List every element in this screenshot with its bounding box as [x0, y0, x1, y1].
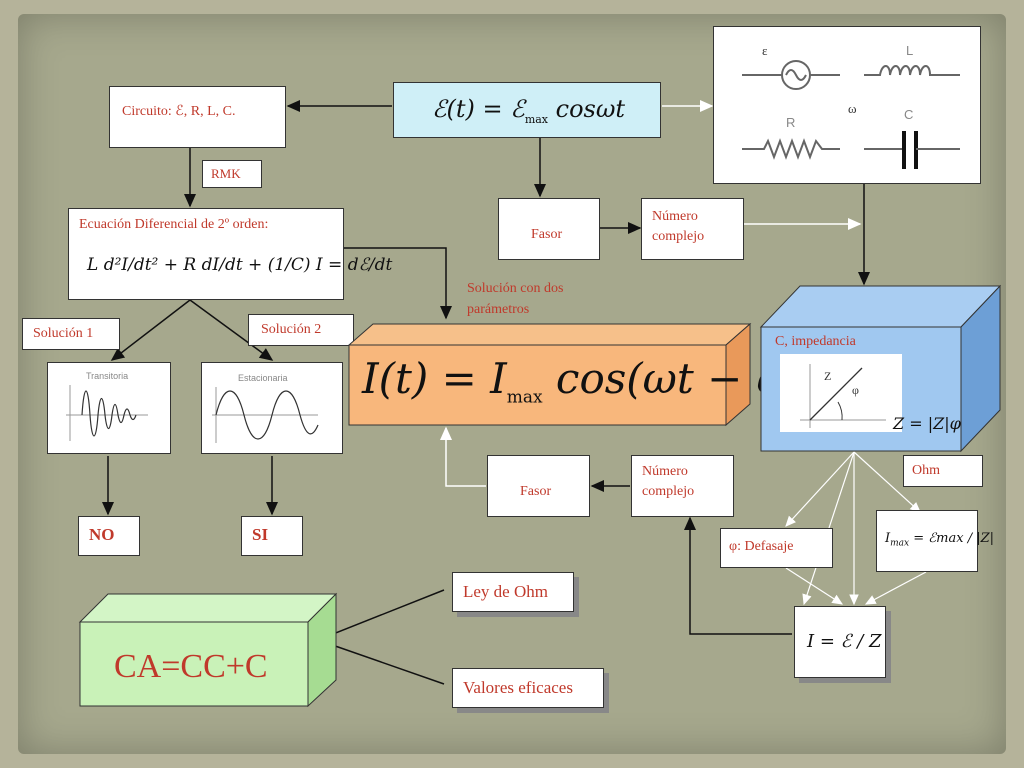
defasaje-label: φ: Defasaje: [729, 539, 794, 554]
solucion-2-label: Solución 2: [261, 322, 322, 337]
capacitor-symbol: C: [904, 107, 913, 122]
ley-ohm-box: Ley de Ohm: [452, 572, 574, 612]
ohm-formula: I = ℰ / Z: [807, 631, 882, 652]
ohm-formula-box: I = ℰ / Z: [794, 606, 886, 678]
defasaje-box: φ: Defasaje: [720, 528, 833, 568]
numero-complejo-box-1: Número complejo: [641, 198, 744, 260]
ca-cc-label: CA=CC+C: [114, 648, 268, 685]
imax-formula: Imax = ℰmax / |Z|: [885, 531, 994, 549]
impedancia-label: C, impedancia: [775, 334, 856, 349]
transitoria-plot: Transitoria: [47, 362, 171, 454]
valores-eficaces-box: Valores eficaces: [452, 668, 604, 708]
fasor-box-1: Fasor: [498, 198, 600, 260]
fasor-box-2: Fasor: [487, 455, 590, 517]
ohm-label: Ohm: [912, 463, 940, 478]
emf-formula-lhs: ℰ(t) = ℰ: [432, 95, 525, 123]
imax-lhs: I: [885, 531, 891, 546]
fasor-label-1: Fasor: [531, 227, 563, 242]
phasor-z-label: Z: [824, 369, 831, 383]
ecuacion-formula: L d²I/dt² + R dI/dt + (1/C) I = dℰ/dt: [87, 255, 393, 275]
imax-formula-box: Imax = ℰmax / |Z|: [876, 510, 994, 572]
emf-formula-rhs: cosωt: [548, 95, 626, 123]
phasor-diagram: Z φ: [780, 354, 902, 432]
fasor-label-2: Fasor: [520, 484, 552, 499]
circuit-label: Circuito: ℰ, R, L, C.: [122, 104, 236, 119]
circuit-box: Circuito: ℰ, R, L, C.: [109, 86, 286, 148]
si-label: SI: [252, 525, 269, 544]
valores-eficaces-label: Valores eficaces: [463, 678, 573, 697]
emf-formula-box: ℰ(t) = ℰmax cosωt: [393, 82, 661, 138]
numero-complejo-label-1: Número complejo: [652, 209, 705, 244]
si-box: SI: [241, 516, 303, 556]
rmk-box: RMK: [202, 160, 262, 188]
damped-wave: [81, 390, 137, 437]
resistor-icon: [742, 138, 840, 160]
sine-wave: [215, 390, 319, 440]
circuit-elements-panel: ε L ω R C: [713, 26, 981, 184]
ecuacion-label: Ecuación Diferencial de 2º orden:: [79, 217, 269, 232]
solucion-1-box: Solución 1: [22, 318, 120, 350]
main-formula-rhs: cos(ωt − φ): [542, 354, 802, 403]
main-formula-lhs: I(t) = I: [362, 354, 507, 403]
rmk-label: RMK: [211, 166, 241, 181]
emf-symbol: ε: [762, 43, 768, 58]
phasor-vector: [809, 367, 863, 421]
phasor-phi-label: φ: [852, 383, 859, 397]
impedance-formula: Z = |Z|φ: [893, 414, 961, 433]
main-formula: I(t) = Imax cos(ωt − φ): [362, 354, 802, 407]
imax-sub: max: [890, 538, 910, 549]
estacionaria-label: Estacionaria: [238, 373, 288, 383]
circuit-elements-diagram: ε L ω R C: [742, 43, 960, 169]
emf-formula-sub: max: [524, 112, 549, 126]
estacionaria-plot: Estacionaria: [201, 362, 343, 454]
numero-complejo-box-2: Número complejo: [631, 455, 734, 517]
inductor-icon: [864, 65, 960, 76]
ohm-box: Ohm: [903, 455, 983, 487]
main-formula-sub: max: [506, 387, 543, 408]
no-label: NO: [89, 525, 115, 544]
ley-ohm-label: Ley de Ohm: [463, 582, 548, 601]
numero-complejo-label-2: Número complejo: [642, 464, 695, 499]
imax-rhs: = ℰmax / |Z|: [909, 531, 994, 546]
solucion-dos-parametros-label: Solución con dos parámetros: [467, 281, 564, 317]
solucion-2-box: Solución 2: [248, 314, 354, 346]
ecuacion-box: Ecuación Diferencial de 2º orden: L d²I/…: [68, 208, 392, 300]
omega-symbol: ω: [848, 101, 857, 116]
inductor-symbol: L: [906, 43, 913, 58]
solucion-1-label: Solución 1: [33, 326, 94, 341]
transitoria-label: Transitoria: [86, 371, 128, 381]
resistor-symbol: R: [786, 115, 795, 130]
no-box: NO: [78, 516, 140, 556]
